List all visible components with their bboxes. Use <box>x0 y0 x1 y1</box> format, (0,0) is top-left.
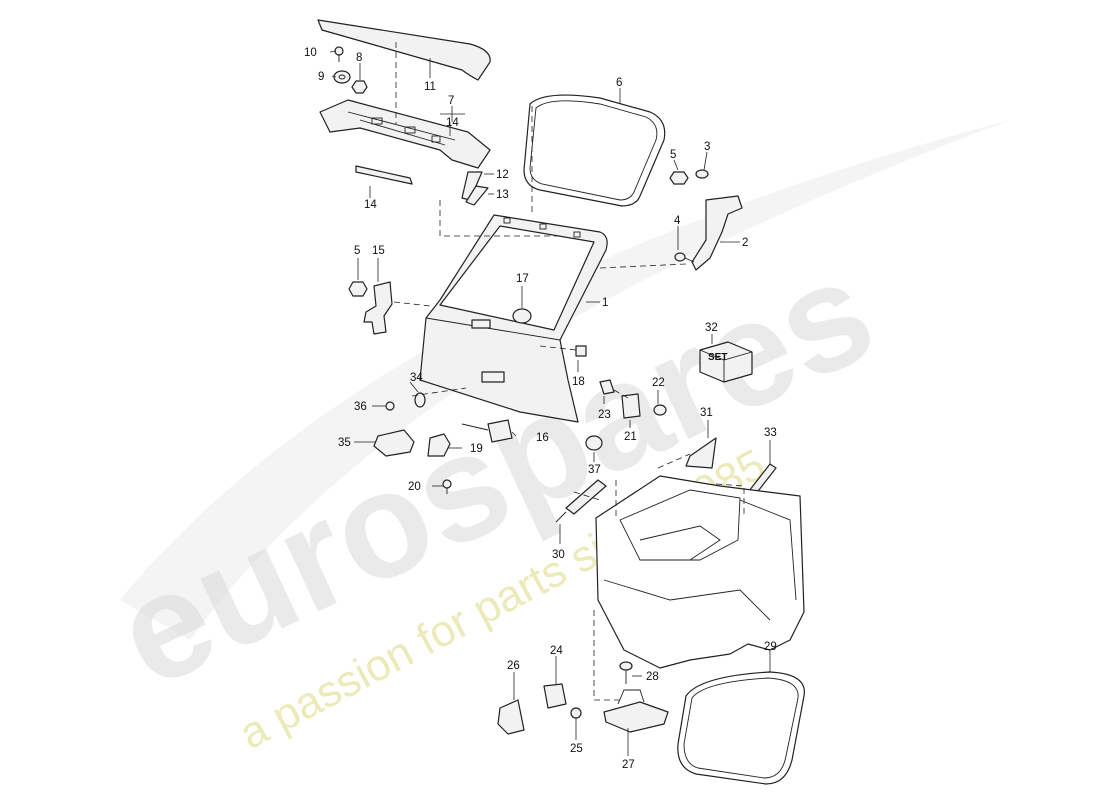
callout-29: 29 <box>764 641 777 653</box>
hinge[interactable] <box>691 195 743 271</box>
bolt-28[interactable] <box>619 661 633 684</box>
assembly-lines <box>393 42 745 701</box>
tailgate-seal-29[interactable] <box>677 671 805 785</box>
callout-35: 35 <box>338 437 351 449</box>
callout-17: 17 <box>516 273 529 285</box>
leader-lines <box>329 50 771 756</box>
callout-31: 31 <box>700 407 713 419</box>
set-box-32[interactable]: SET <box>699 341 753 383</box>
callout-20: 20 <box>408 481 421 493</box>
screw-25[interactable] <box>570 707 582 719</box>
callout-9: 9 <box>318 71 324 83</box>
callout-21: 21 <box>624 431 637 443</box>
callout-11: 11 <box>424 81 436 93</box>
lock-base-27[interactable] <box>603 689 669 733</box>
screw-3[interactable] <box>695 169 709 179</box>
callout-8: 8 <box>356 52 362 64</box>
trim-31[interactable] <box>685 437 717 469</box>
set-label: SET <box>708 352 727 363</box>
bumper-23[interactable] <box>599 379 615 395</box>
callout-24: 24 <box>550 645 563 657</box>
nut-5-left[interactable] <box>348 281 368 297</box>
callout-25: 25 <box>570 743 583 755</box>
callout-14-bottom: 14 <box>364 199 377 211</box>
callout-6: 6 <box>616 77 622 89</box>
callout-28: 28 <box>646 671 659 683</box>
nut-5-right[interactable] <box>669 171 689 185</box>
callout-30: 30 <box>552 549 565 561</box>
rear-spoiler[interactable] <box>317 19 491 81</box>
callout-5-right: 5 <box>670 149 676 161</box>
nut-8[interactable] <box>351 80 368 94</box>
callout-36: 36 <box>354 401 367 413</box>
callout-37: 37 <box>588 464 601 476</box>
callout-34: 34 <box>410 372 423 384</box>
bumper-stop-18[interactable] <box>575 345 587 357</box>
mount-37[interactable] <box>585 435 603 451</box>
callout-23: 23 <box>598 409 611 421</box>
lock-actuator-15[interactable] <box>363 281 393 335</box>
callout-19: 19 <box>470 443 483 455</box>
watermark-swoosh <box>120 120 1010 640</box>
screw-10[interactable] <box>334 46 344 62</box>
motor-16[interactable] <box>461 419 513 443</box>
callout-1: 1 <box>602 297 608 309</box>
strip-13[interactable] <box>465 185 489 206</box>
callout-5-left: 5 <box>354 245 360 257</box>
emblem-17[interactable] <box>512 308 532 324</box>
callout-4: 4 <box>674 215 681 227</box>
callout-18: 18 <box>572 376 585 388</box>
callout-15: 15 <box>372 245 385 257</box>
bushing-34[interactable] <box>414 392 426 408</box>
callout-13: 13 <box>496 189 509 201</box>
screw-36[interactable] <box>385 401 395 411</box>
license-lamp-35[interactable] <box>373 429 415 457</box>
callout-26: 26 <box>507 660 520 672</box>
spoiler-carrier[interactable] <box>319 99 491 169</box>
callout-33: 33 <box>764 427 777 439</box>
watermark: eurospares a passion for parts since 198… <box>93 120 1010 759</box>
screw-20[interactable] <box>442 479 452 494</box>
washer-9[interactable] <box>333 70 351 84</box>
striker-24[interactable] <box>543 683 567 709</box>
callout-27: 27 <box>622 759 635 771</box>
gas-strut-30[interactable] <box>555 479 607 523</box>
vehicle-body[interactable] <box>595 475 805 669</box>
callout-32: 32 <box>705 322 718 334</box>
cover-21[interactable] <box>621 393 641 419</box>
window-seal[interactable] <box>523 94 666 207</box>
callout-16: 16 <box>536 432 549 444</box>
bracket-14[interactable] <box>355 165 413 185</box>
callout-12: 12 <box>496 169 509 181</box>
bolt-4[interactable] <box>674 252 695 263</box>
plug-22[interactable] <box>653 404 667 416</box>
callout-14-top: 14 <box>446 117 459 129</box>
cover-26[interactable] <box>497 699 525 735</box>
callout-2: 2 <box>742 237 748 249</box>
callout-3: 3 <box>704 141 710 153</box>
callout-labels: 10 9 8 11 7 14 12 13 14 6 5 3 4 2 5 15 1… <box>304 47 777 771</box>
callout-10: 10 <box>304 47 317 59</box>
callout-7: 7 <box>448 95 454 107</box>
callout-22: 22 <box>652 377 665 389</box>
latch-19[interactable] <box>427 433 451 457</box>
